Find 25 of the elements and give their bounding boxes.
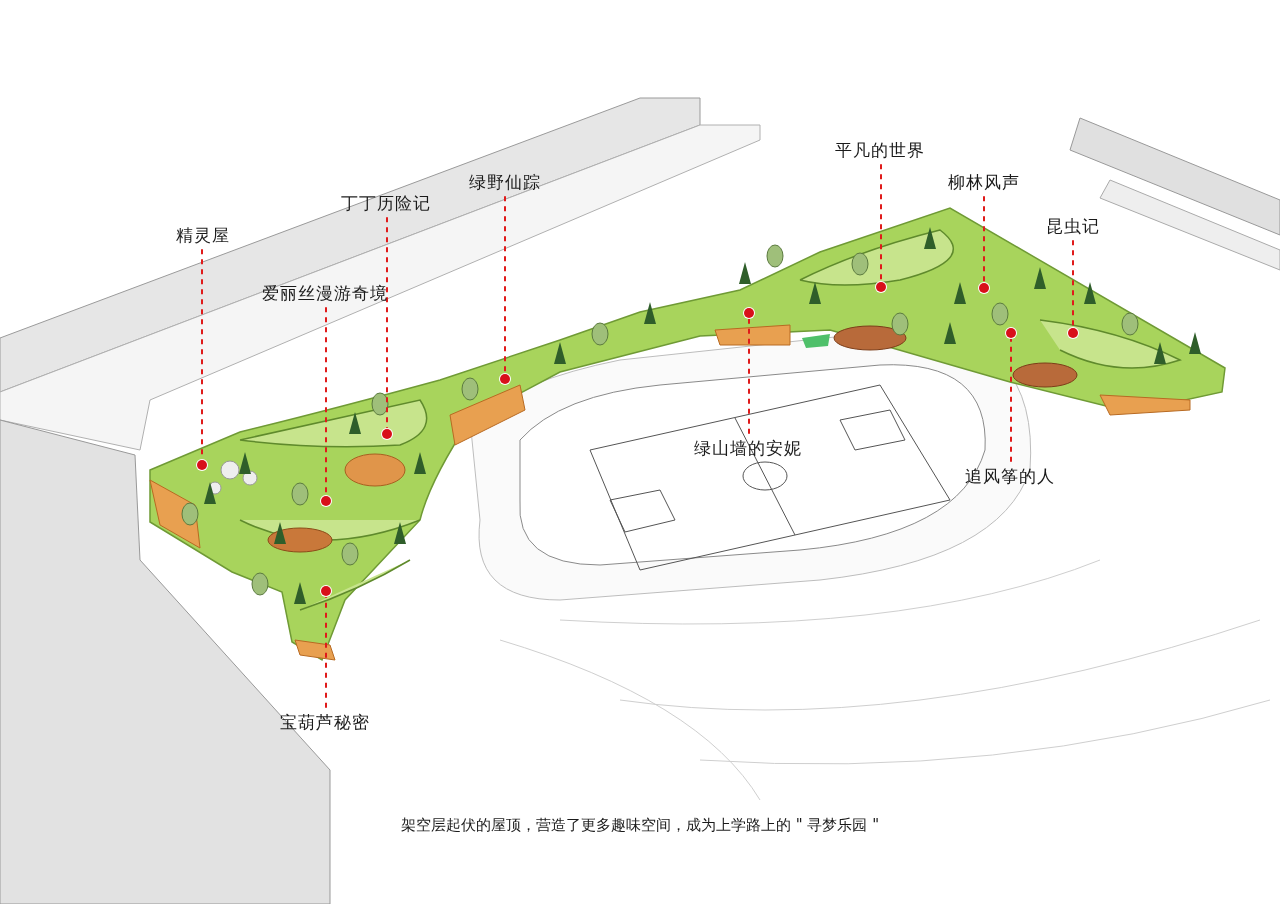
location-dot: [321, 586, 331, 596]
place-label: 绿野仙踪: [469, 171, 541, 193]
place-label: 宝葫芦秘密: [280, 711, 370, 733]
place-label: 昆虫记: [1046, 215, 1100, 237]
location-dot: [382, 429, 392, 439]
place-label: 丁丁历险记: [341, 192, 431, 214]
location-dot: [1006, 328, 1016, 338]
place-label: 精灵屋: [176, 224, 230, 246]
place-label: 平凡的世界: [835, 139, 925, 161]
place-label: 绿山墙的安妮: [694, 437, 802, 459]
leader-line: [748, 317, 750, 435]
place-label: 柳林风声: [948, 171, 1020, 193]
location-dot: [197, 460, 207, 470]
place-label: 爱丽丝漫游奇境: [262, 282, 388, 304]
location-dot: [500, 374, 510, 384]
leader-line: [386, 216, 388, 430]
location-dot: [321, 496, 331, 506]
place-label: 追风筝的人: [965, 465, 1055, 487]
caption: 架空层起伏的屋顶，营造了更多趣味空间，成为上学路上的 " 寻梦乐园 ": [399, 816, 881, 835]
location-dot: [876, 282, 886, 292]
location-dot: [979, 283, 989, 293]
leader-line: [983, 195, 985, 284]
location-dot: [744, 308, 754, 318]
location-dot: [1068, 328, 1078, 338]
leader-line: [1010, 337, 1012, 463]
